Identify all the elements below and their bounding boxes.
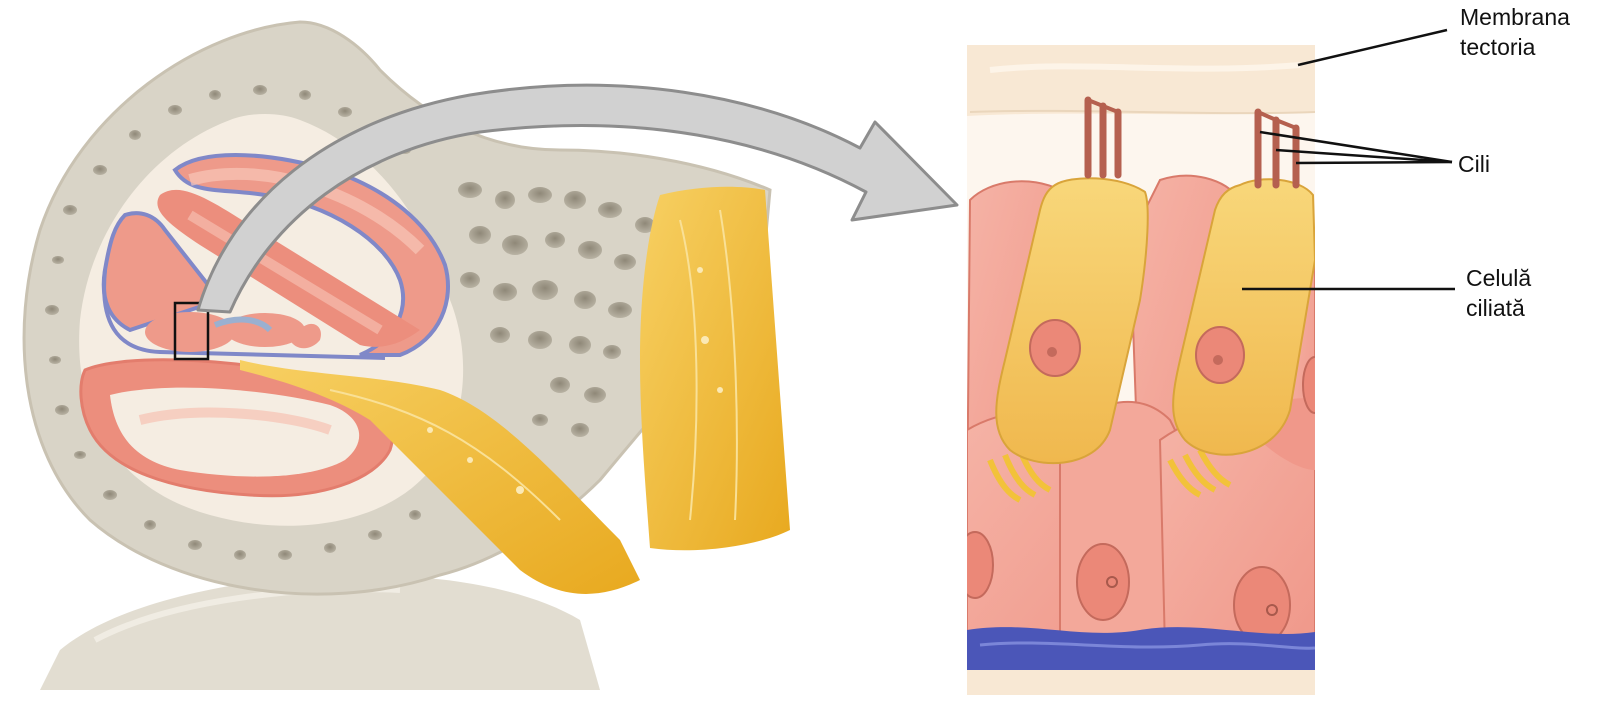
magnified-view <box>967 45 1315 695</box>
label-cili: Cili <box>1458 151 1490 177</box>
zoom-selection-box <box>173 301 210 361</box>
hair-cell-nerve-endings <box>987 448 1232 503</box>
bone-pores <box>45 85 669 560</box>
label-membrana-tectoria-line1: Membrana <box>1460 4 1570 30</box>
organ-of-corti <box>145 312 321 352</box>
cilia-right <box>1254 108 1300 189</box>
tectorial-membrane <box>967 45 1315 116</box>
basilar-membrane <box>967 627 1315 670</box>
cilia-left <box>1084 96 1122 179</box>
hair-cell-right <box>1172 178 1315 456</box>
cili-pointer-3 <box>1295 160 1453 165</box>
pointer-lines <box>1242 28 1455 291</box>
membrana-pointer <box>1297 28 1448 67</box>
cochlear-nerve <box>240 186 790 594</box>
label-celula-ciliata-line1: Celulă <box>1466 265 1532 291</box>
middle-duct <box>101 211 386 360</box>
label-celula-ciliata-line2: ciliată <box>1466 295 1525 321</box>
cili-pointer-2 <box>1275 148 1453 164</box>
supporting-nuclei <box>967 356 1315 644</box>
zoom-arrow <box>196 83 959 314</box>
cili-pointer-1 <box>1259 130 1453 164</box>
label-membrana-tectoria-line2: tectoria <box>1460 34 1536 60</box>
hair-cell-left <box>995 177 1149 465</box>
lower-duct <box>79 358 394 498</box>
